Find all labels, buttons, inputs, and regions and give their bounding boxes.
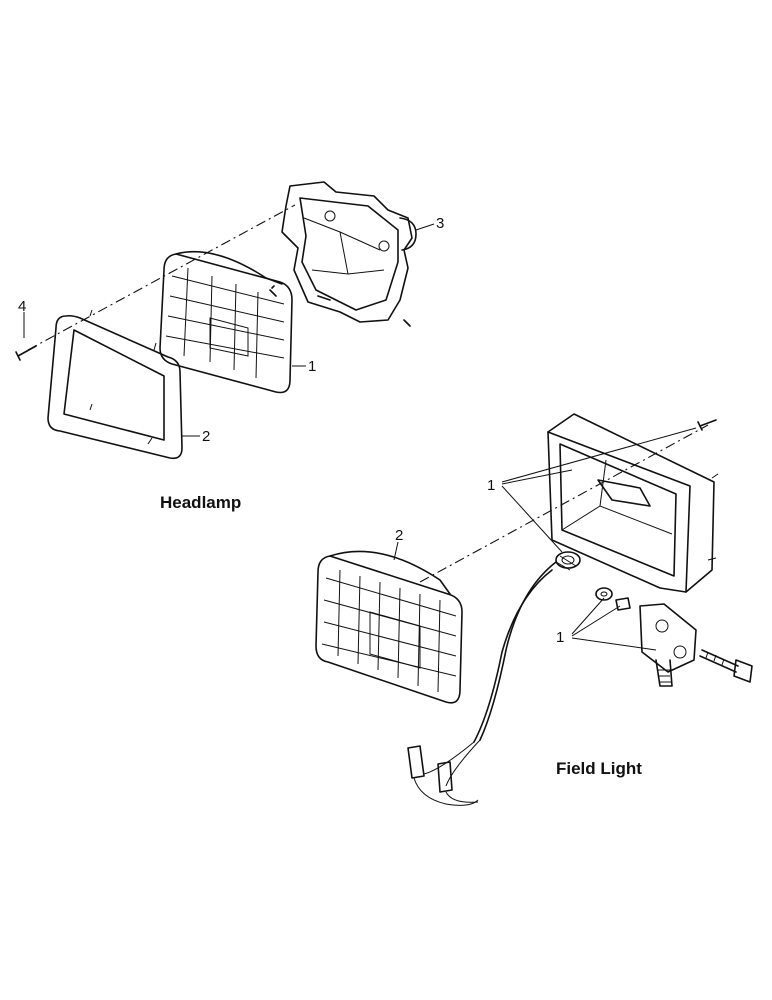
- field-light-mounting-bracket: [639, 603, 697, 687]
- headlamp-retaining-frame: [47, 309, 183, 460]
- callout-frame: 2: [202, 428, 210, 445]
- headlamp-lamp-unit: [159, 250, 293, 394]
- field-light-assembly: 1 2: [315, 413, 753, 806]
- callout-lamp: 1: [308, 358, 316, 375]
- field-light-wire-harness: [407, 561, 557, 806]
- callout-screw: 4: [18, 298, 26, 315]
- headlamp-assembly: 4 2 1 3: [15, 181, 444, 512]
- field-light-screw-part: [697, 419, 717, 431]
- leader-lens: [393, 541, 399, 561]
- field-light-mount-bolt: [699, 649, 753, 683]
- callout-hardware-mount: 1: [556, 629, 564, 646]
- field-light-title: Field Light: [556, 759, 642, 778]
- leader-hardware-top: [501, 427, 697, 553]
- field-light-lens-unit: [315, 550, 463, 704]
- field-light-centerline: [419, 424, 709, 583]
- headlamp-title: Headlamp: [160, 493, 241, 512]
- callout-housing: 3: [436, 215, 444, 232]
- callout-hardware-top: 1: [487, 477, 495, 494]
- leader-hardware-mount: [571, 597, 657, 651]
- headlamp-screw-part: [15, 312, 37, 361]
- field-light-mount-washers: [595, 587, 631, 611]
- field-light-housing: [547, 413, 719, 593]
- leader-housing: [415, 223, 435, 231]
- field-light-grommet: [555, 551, 581, 571]
- callout-lens: 2: [395, 527, 403, 544]
- headlamp-mounting-housing: [281, 181, 417, 327]
